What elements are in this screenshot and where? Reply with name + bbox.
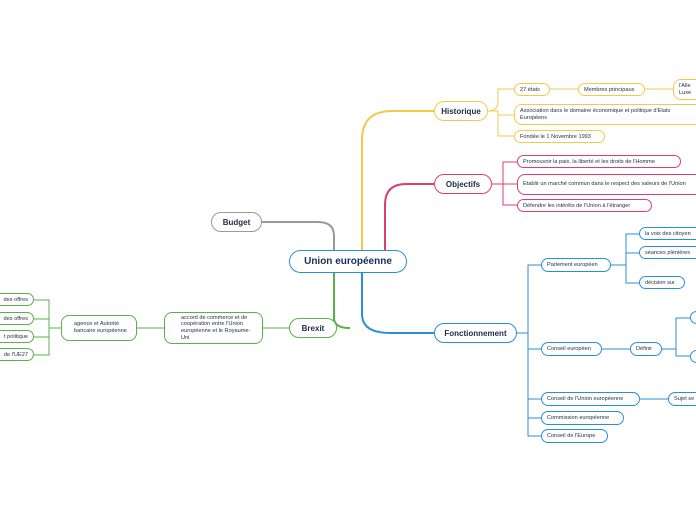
budget-node[interactable]: Budget bbox=[211, 212, 262, 232]
edge-fonctionnement bbox=[361, 262, 434, 334]
agence-node[interactable]: agence et Autorité bancaire européenne bbox=[61, 315, 137, 341]
brexit-leaf-4[interactable]: de l'UE27 bbox=[0, 348, 34, 361]
sujet-node[interactable]: Sujet se bbox=[668, 392, 696, 406]
root-node[interactable]: Union européenne bbox=[289, 250, 407, 273]
definir-child-1[interactable] bbox=[690, 311, 696, 324]
objectif-marche[interactable]: Etablir un marché commun dans le respect… bbox=[517, 174, 696, 195]
fondee-node[interactable]: Fondée le 1 Novembre 1993 bbox=[514, 130, 605, 143]
historique-node[interactable]: Historique bbox=[434, 101, 488, 121]
edge-budget bbox=[262, 221, 335, 262]
brexit-node[interactable]: Brexit bbox=[289, 318, 337, 338]
definir-child-2[interactable] bbox=[690, 350, 696, 363]
objectifs-node[interactable]: Objectifs bbox=[434, 174, 492, 194]
edge-historique bbox=[361, 110, 434, 262]
objectif-interets[interactable]: Défendre les intérêts de l'Union à l'étr… bbox=[517, 199, 652, 212]
conseil-europe-node[interactable]: Conseil de l'Europe bbox=[541, 429, 608, 443]
edge-objectifs bbox=[384, 183, 434, 262]
decision-node[interactable]: décision sur bbox=[639, 276, 685, 289]
seances-node[interactable]: séances plénières bbox=[639, 246, 696, 259]
brexit-leaf-3[interactable]: t politique bbox=[0, 330, 34, 343]
voix-node[interactable]: la voix des citoyen bbox=[639, 227, 696, 240]
conseil-europeen-node[interactable]: Conseil européen bbox=[541, 342, 602, 356]
definir-node[interactable]: Définir bbox=[630, 342, 662, 356]
conseil-ue-node[interactable]: Conseil de l'Union européenne bbox=[541, 392, 640, 406]
etats-node[interactable]: 27 états bbox=[514, 83, 550, 96]
parlement-node[interactable]: Parlement européen bbox=[541, 258, 611, 272]
brexit-leaf-2[interactable]: des offres bbox=[0, 312, 34, 325]
association-node[interactable]: Association dans le domaine économique e… bbox=[514, 104, 696, 125]
brexit-leaf-1[interactable]: des offres bbox=[0, 293, 34, 306]
membres-node[interactable]: Membres principaux bbox=[578, 83, 645, 96]
commission-node[interactable]: Commission européenne bbox=[541, 411, 624, 425]
membres-detail-node[interactable]: l'Alle Luxe bbox=[673, 79, 696, 100]
accord-node[interactable]: accord de commerce et de coopération ent… bbox=[164, 312, 263, 344]
fonctionnement-node[interactable]: Fonctionnement bbox=[434, 323, 517, 343]
objectif-paix[interactable]: Promouvoir la paix, la liberté et les dr… bbox=[517, 155, 681, 168]
